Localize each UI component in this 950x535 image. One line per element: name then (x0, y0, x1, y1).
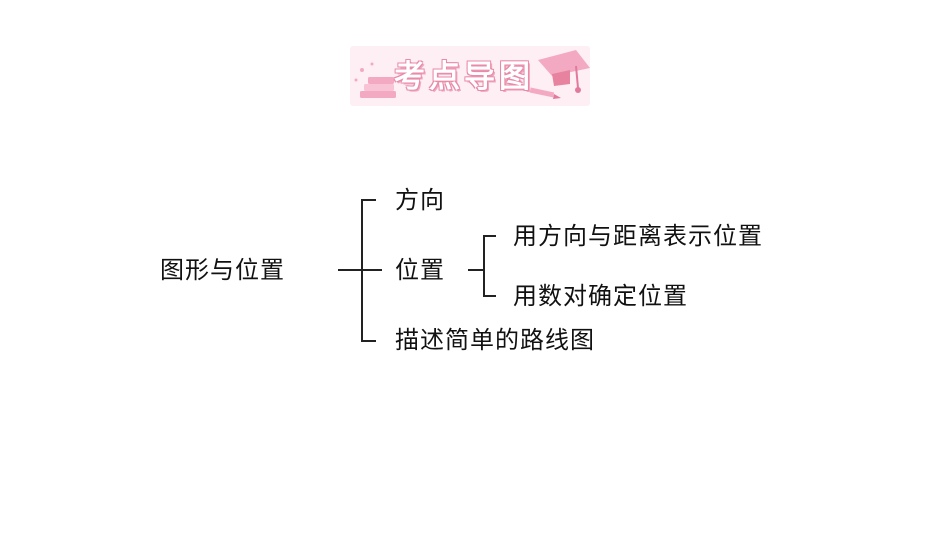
leaf-direction-distance: 用方向与距离表示位置 (513, 222, 763, 250)
topic-banner: 考点导图 (348, 44, 592, 108)
root-node: 图形与位置 (160, 256, 285, 284)
bracket-main (361, 199, 376, 342)
books-icon (360, 77, 396, 98)
pencil-icon (529, 87, 561, 99)
branch-direction: 方向 (395, 186, 445, 214)
branch-route-map: 描述简单的路线图 (395, 326, 595, 354)
banner-title: 考点导图 (394, 59, 534, 95)
leaf-number-pair: 用数对确定位置 (513, 282, 688, 310)
bracket-position (483, 235, 496, 297)
graduation-cap-icon (538, 50, 590, 93)
banner-graphic (350, 46, 590, 106)
sparkle-icon (354, 62, 374, 82)
branch-position: 位置 (395, 256, 445, 284)
